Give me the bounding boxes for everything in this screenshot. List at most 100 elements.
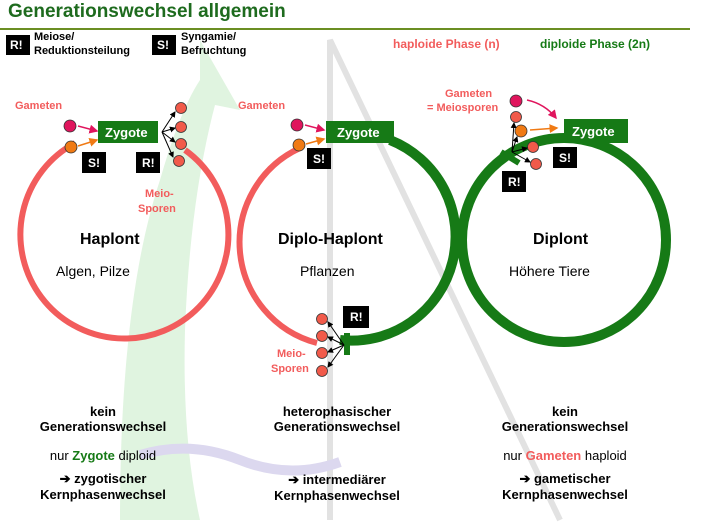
- legend-r-text-line2: Reduktionsteilung: [34, 45, 130, 57]
- diplohaplont-spore-arrow: [327, 336, 345, 346]
- diplohaplont-r-badge-box: [343, 306, 369, 328]
- haplont-desc-line2: Generationswechsel: [39, 419, 167, 434]
- diplohaplont-haploid-arc: [236, 145, 318, 346]
- diplont-desc-line3-prefix: nur: [503, 448, 526, 463]
- diplohaplont-desc-line2: Generationswechsel: [273, 419, 401, 434]
- legend-s-text-line2: Befruchtung: [181, 45, 247, 57]
- diplont-description: kein Generationswechsel nur Gameten hapl…: [490, 404, 640, 502]
- diplohaplont-examples: Pflanzen: [300, 263, 355, 279]
- diplohaplont-desc-line4: ➔ intermediärer: [288, 472, 386, 487]
- haplont-haploid-arc: [17, 140, 232, 342]
- diplohaplont-gamete-pink: [290, 118, 304, 132]
- legend-s-badge: S!: [157, 38, 169, 52]
- haplont-spore: [175, 102, 187, 114]
- haplont-spore-arrow: [161, 126, 176, 133]
- haplont-spore: [175, 121, 187, 133]
- diplohaplont-spore: [316, 365, 328, 377]
- diplont-desc-line3-suffix: haploid: [581, 448, 627, 463]
- diplohaplont-spore: [316, 313, 328, 325]
- diplohaplont-r-badge: R!: [350, 310, 363, 324]
- watermark-dna: [138, 443, 342, 476]
- diplont-desc-line2: Generationswechsel: [501, 419, 629, 434]
- haplont-r-badge: R!: [142, 156, 155, 170]
- diplont-gamete-meiospore: [530, 158, 542, 170]
- legend-badges: [6, 35, 176, 55]
- diplont-gametes-label-line1: Gameten: [445, 88, 493, 100]
- diplont-zygote-box: [564, 119, 628, 143]
- haplont-desc-line3: nur Zygote diploid: [28, 448, 178, 463]
- diplont-meiospore-arrow: [511, 146, 528, 153]
- haplont-spores-label-line1: Meio-: [145, 188, 174, 200]
- cycle-graphics: [17, 94, 671, 377]
- haplont-spores-label-line2: Sporen: [138, 203, 176, 215]
- haplont-gamete-pink: [63, 119, 77, 133]
- diplont-arrow-orange: [529, 124, 559, 134]
- diplohaplont-s-badge: S!: [313, 152, 325, 166]
- diplont-meiospore-arrow: [511, 136, 519, 153]
- page-title: Generationswechsel allgemein: [8, 1, 286, 22]
- haplont-examples: Algen, Pilze: [56, 263, 130, 279]
- watermark-triangle: [327, 38, 563, 522]
- diplont-r-badge-box: [502, 171, 526, 192]
- haplont-spore-arrow: [161, 131, 176, 143]
- diplont-s-badge-box: [553, 147, 577, 168]
- haplont-arrow-pink: [77, 124, 99, 134]
- diplont-title: Diplont: [533, 231, 589, 248]
- legend-r-badge: R!: [10, 38, 23, 52]
- diplont-gamete-meiospore: [510, 111, 522, 123]
- diplohaplont-spore: [316, 330, 328, 342]
- haplont-spore-arrow: [161, 131, 174, 158]
- legend-r-text-line1: Meiose/: [34, 31, 75, 43]
- diplohaplont-spores-label-line2: Sporen: [271, 363, 309, 375]
- diplont-gamete-meiospore: [527, 141, 539, 153]
- haplont-desc-line1: kein: [89, 404, 116, 419]
- diplohaplont-description: heterophasischer Generationswechsel ➔ in…: [262, 404, 412, 503]
- diplohaplont-arrow-pink: [304, 123, 326, 133]
- haplont-gamete-orange: [64, 140, 78, 154]
- haplont-desc-line4: ➔ zygotischer: [59, 471, 147, 486]
- diplohaplont-desc-line5: Kernphasenwechsel: [274, 488, 400, 503]
- title-underline: [0, 28, 690, 30]
- diplohaplont-zygote-label: Zygote: [337, 125, 380, 140]
- diplont-desc-line3: nur Gameten haploid: [490, 448, 640, 463]
- haplont-zygote-label: Zygote: [105, 125, 148, 140]
- haplont-desc-line3-suffix: diploid: [114, 448, 157, 463]
- diplohaplont-arrow-orange: [305, 136, 326, 146]
- haplont-arrow-orange: [77, 137, 99, 147]
- haplont-s-badge: S!: [88, 156, 100, 170]
- diplohaplont-s-badge-box: [307, 148, 331, 169]
- diplohaplont-gamete-orange: [292, 138, 306, 152]
- watermark-arrow-shape: [120, 40, 240, 520]
- diplont-meiosis-marker: [499, 149, 521, 166]
- diplohaplont-spore-arrow: [327, 344, 345, 368]
- legend-s-badge-box: [152, 35, 176, 55]
- haplont-gametes-label: Gameten: [15, 100, 63, 112]
- legend-s-text-line1: Syngamie/: [181, 31, 237, 43]
- diplont-r-badge: R!: [508, 175, 521, 189]
- diplont-gamete-orange: [514, 124, 528, 138]
- haplont-title: Haplont: [80, 231, 140, 248]
- diplont-gamete-pink: [509, 94, 523, 108]
- diplohaplont-spore: [316, 347, 328, 359]
- diplohaplont-desc-line1: heterophasischer: [282, 404, 392, 419]
- diplohaplont-spore-arrow: [327, 321, 345, 346]
- haplont-description: kein Generationswechsel nur Zygote diplo…: [28, 404, 178, 502]
- diplont-desc-line4: ➔ gametischer: [519, 471, 611, 486]
- diplohaplont-title: Diplo-Haplont: [278, 231, 383, 248]
- diplont-s-badge: S!: [559, 151, 571, 165]
- diplont-desc-line5: Kernphasenwechsel: [502, 487, 628, 502]
- diplont-desc-line1: kein: [551, 404, 578, 419]
- diplohaplont-spores-label-line1: Meio-: [277, 348, 306, 360]
- diplont-examples: Höhere Tiere: [509, 263, 590, 279]
- haplont-r-badge-box: [136, 152, 160, 173]
- legend-diploid-phase: diploide Phase (2n): [540, 37, 651, 51]
- diplont-gametes-label-line2: = Meiosporen: [427, 102, 499, 114]
- haplont-desc-line3-highlight: Zygote: [72, 448, 115, 463]
- haplont-spore: [175, 138, 187, 150]
- diplohaplont-diploid-arc: [339, 135, 461, 346]
- haplont-spore-arrow: [161, 111, 176, 133]
- diplohaplont-spore-arrow: [327, 344, 345, 353]
- haplont-zygote-box: [98, 121, 158, 143]
- diplont-desc-line3-highlight: Gameten: [525, 448, 582, 463]
